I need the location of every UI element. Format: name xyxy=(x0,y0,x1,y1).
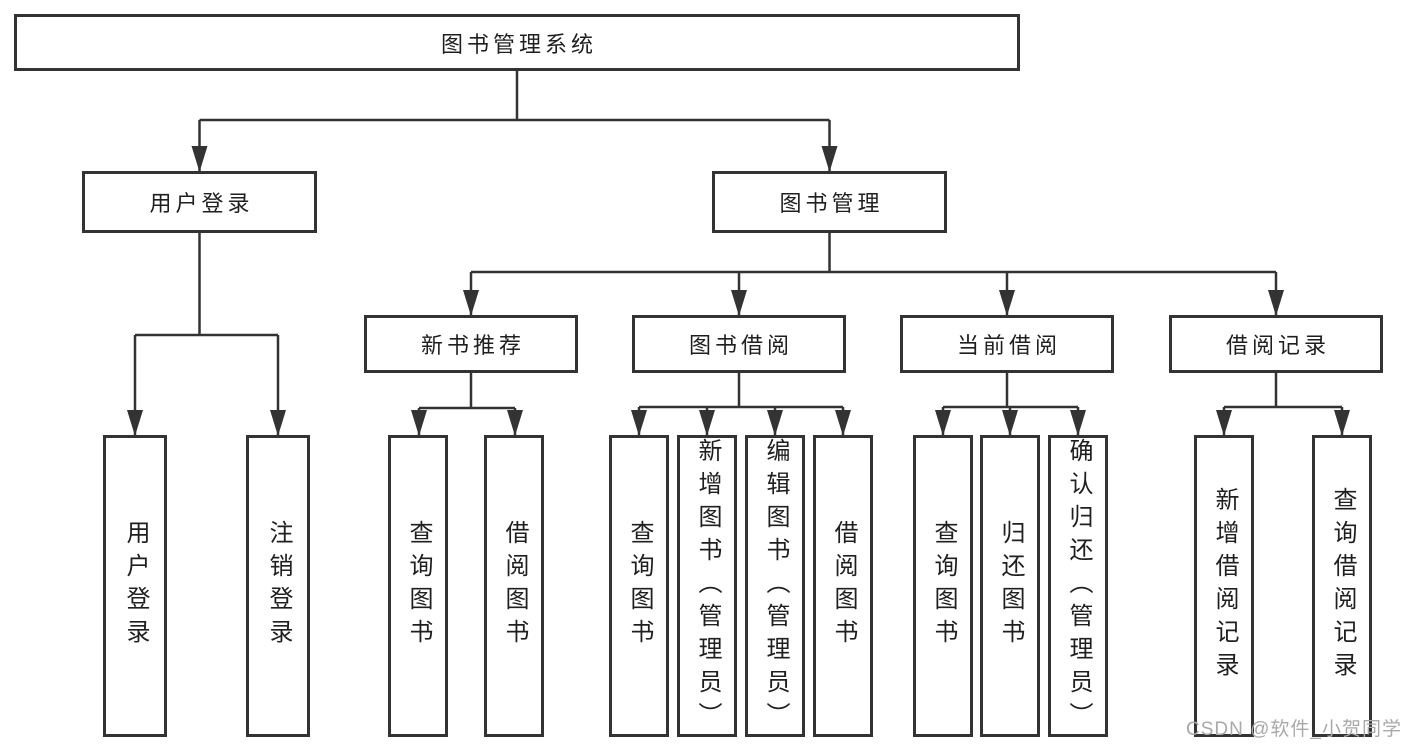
leaf-return-books: 归还图书 xyxy=(980,435,1040,737)
leaf-logout: 注销登录 xyxy=(246,435,310,737)
leaf-query-books-current: 查询图书 xyxy=(913,435,973,737)
node-label: 借阅记录 xyxy=(1225,333,1330,358)
leaf-query-borrow-record: 查询借阅记录 xyxy=(1312,435,1372,737)
leaf-label: 归还图书 xyxy=(997,520,1024,652)
leaf-label: 查询图书 xyxy=(405,520,432,652)
node-label: 当前借阅 xyxy=(956,333,1061,358)
leaf-label: 查询图书 xyxy=(930,520,957,652)
leaf-confirm-return-admin: 确认归还（管理员） xyxy=(1048,435,1108,737)
leaf-label: 注销登录 xyxy=(265,520,292,652)
node-label: 新书推荐 xyxy=(420,333,525,358)
node-library-system: 图书管理系统 xyxy=(14,14,1020,71)
node-book-management: 图书管理 xyxy=(712,171,947,233)
node-user-login: 用户登录 xyxy=(82,171,317,233)
leaf-add-borrow-record: 新增借阅记录 xyxy=(1194,435,1254,737)
node-label: 图书借阅 xyxy=(688,333,793,358)
node-label: 用户登录 xyxy=(149,191,254,216)
node-book-borrowing: 图书借阅 xyxy=(632,315,846,373)
leaf-label: 查询图书 xyxy=(626,520,653,652)
leaf-edit-book-admin: 编辑图书（管理员） xyxy=(745,435,805,737)
leaf-label: 确认归还（管理员） xyxy=(1065,438,1092,735)
leaf-add-book-admin: 新增图书（管理员） xyxy=(677,435,737,737)
node-new-book-recommendation: 新书推荐 xyxy=(364,315,578,373)
leaf-label: 查询借阅记录 xyxy=(1329,487,1356,685)
leaf-user-login: 用户登录 xyxy=(103,435,167,737)
node-label: 图书管理 xyxy=(779,191,884,216)
leaf-query-books-borrowing: 查询图书 xyxy=(609,435,669,737)
node-current-borrowing: 当前借阅 xyxy=(900,315,1114,373)
node-borrowing-records: 借阅记录 xyxy=(1169,315,1383,373)
leaf-label: 借阅图书 xyxy=(501,520,528,652)
leaf-borrow-books-recommend: 借阅图书 xyxy=(484,435,544,737)
csdn-watermark: CSDN @软件_小贺同学 xyxy=(1186,719,1402,740)
leaf-query-books-recommend: 查询图书 xyxy=(388,435,448,737)
leaf-label: 新增图书（管理员） xyxy=(694,438,721,735)
leaf-label: 借阅图书 xyxy=(830,520,857,652)
node-label: 图书管理系统 xyxy=(440,31,597,57)
leaf-borrow-books-borrowing: 借阅图书 xyxy=(813,435,873,737)
leaf-label: 用户登录 xyxy=(122,520,149,652)
leaf-label: 新增借阅记录 xyxy=(1211,487,1238,685)
leaf-label: 编辑图书（管理员） xyxy=(762,438,789,735)
